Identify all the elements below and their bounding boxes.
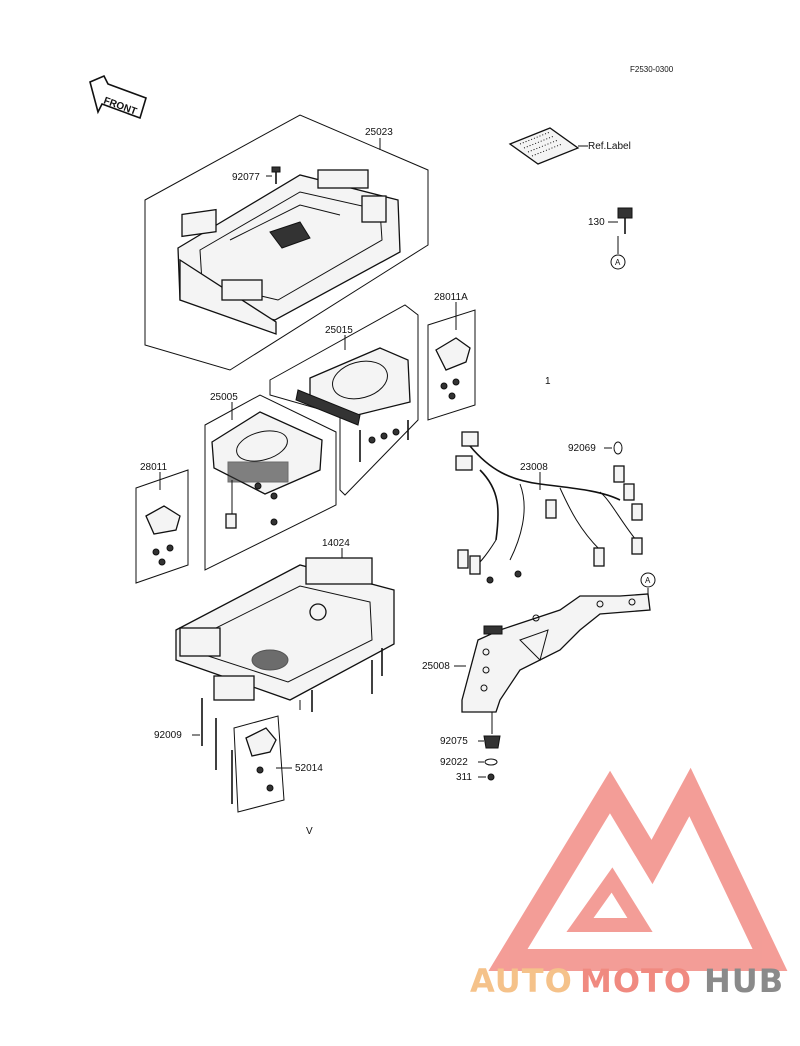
front-label: FRONT (102, 95, 138, 117)
lower-meter-case (175, 557, 395, 804)
speedometer-unit (295, 347, 411, 462)
upper-case-frame (144, 114, 429, 371)
note-v: V (306, 826, 313, 837)
tachometer-frame (204, 394, 337, 571)
part-label-14024: 14024 (322, 538, 350, 549)
ref-label-text: Ref.Label (588, 141, 631, 152)
front-arrow-icon: FRONT (89, 74, 147, 120)
part-label-92022: 92022 (440, 757, 468, 768)
switch-52014 (245, 727, 277, 792)
ref-marker-a-top-label: A (615, 258, 621, 267)
washer-92022 (484, 758, 498, 766)
bulb-socket-28011 (145, 505, 181, 566)
watermark-text-auto: AUTO (470, 962, 573, 1000)
part-label-23008: 23008 (520, 462, 548, 473)
tachometer-unit (211, 411, 323, 529)
switch-52014-frame (233, 715, 285, 813)
speedometer-frame (269, 304, 419, 496)
part-label-25015: 25015 (325, 325, 353, 336)
watermark-logo-icon (488, 767, 788, 971)
part-label-92069: 92069 (568, 443, 596, 454)
part-label-28011a: 28011A (434, 292, 468, 303)
meter-bracket-25008 (461, 588, 651, 713)
part-label-25005: 25005 (210, 392, 238, 403)
diagram-code: F2530-0300 (630, 65, 674, 74)
bracket-28011a-frame (427, 309, 476, 421)
part-label-52014: 52014 (295, 763, 323, 774)
part-label-130: 130 (588, 217, 605, 228)
part-label-92075: 92075 (440, 736, 468, 747)
note-one: 1 (545, 376, 551, 387)
ref-label-sticker (508, 127, 588, 165)
part-label-25008: 25008 (422, 661, 450, 672)
upper-meter-case (177, 169, 401, 335)
part-label-92009: 92009 (154, 730, 182, 741)
ref-marker-a-bottom-label: A (645, 576, 651, 585)
watermark-text-moto: MOTO (580, 962, 692, 1000)
part-label-25023: 25023 (365, 127, 393, 138)
wiring-harness-23008 (455, 431, 643, 584)
part-label-28011: 28011 (140, 462, 168, 473)
watermark-text-hub: HUB (704, 962, 784, 1000)
ref-marker-a-top (610, 254, 626, 270)
grommet-92069 (613, 441, 623, 455)
bolt-130 (608, 207, 633, 254)
ref-marker-a-bottom (640, 572, 656, 588)
bracket-28011-frame (135, 469, 189, 584)
screw-92077 (266, 166, 281, 184)
part-label-311: 311 (456, 772, 472, 783)
part-label-92077: 92077 (232, 172, 260, 183)
nut-311 (487, 773, 495, 781)
damper-92075 (483, 735, 501, 749)
bulb-socket-28011a (435, 337, 471, 400)
